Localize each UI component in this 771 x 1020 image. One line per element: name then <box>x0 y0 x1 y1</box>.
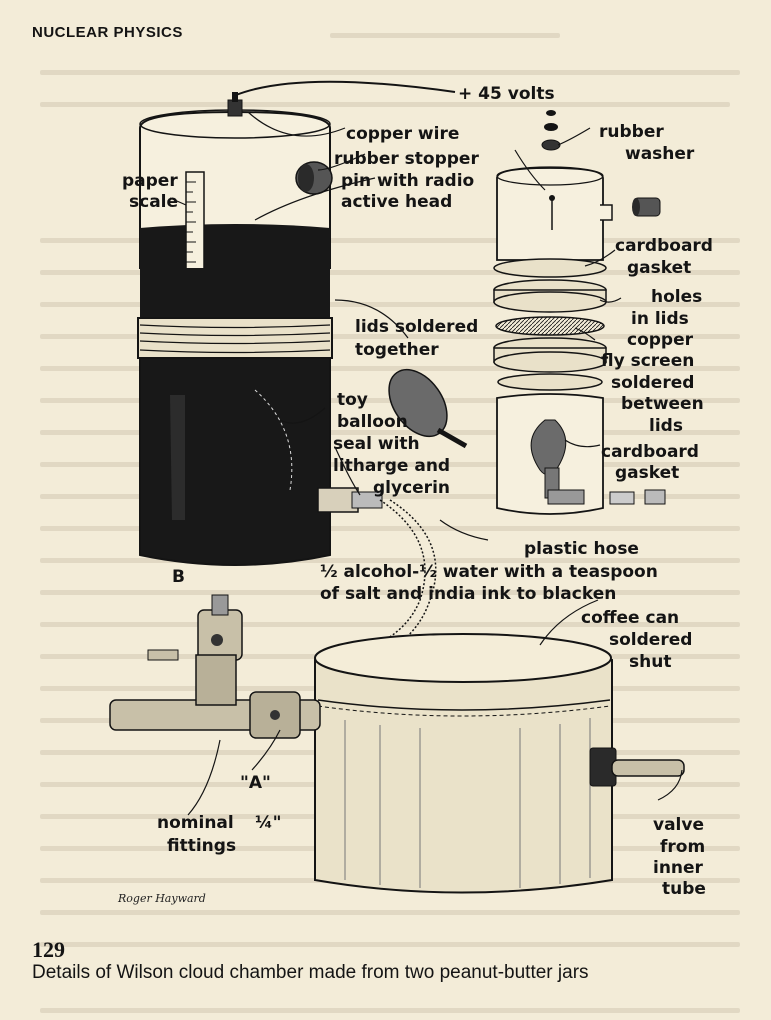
label-mixture-1: ½ alcohol-½ water with a teaspoon <box>320 562 658 582</box>
label-valve-1: valve <box>653 815 704 835</box>
label-A: "A" <box>240 773 271 793</box>
exploded-view <box>493 110 666 515</box>
label-rubber-stopper: rubber stopper <box>334 149 479 169</box>
label-seal-2: litharge and <box>333 456 450 476</box>
label-copper-fly-2: fly screen <box>601 351 694 371</box>
label-cardboard-gasket-bot-2: gasket <box>615 463 679 483</box>
label-plastic-hose: plastic hose <box>524 539 639 559</box>
label-rubber-washer-2: washer <box>625 144 695 164</box>
label-copper-fly-5: lids <box>649 416 683 436</box>
label-coffee-can-3: shut <box>629 652 671 672</box>
label-pin-line-2: active head <box>341 192 452 212</box>
label-coffee-can-2: soldered <box>609 630 692 650</box>
assembled-chamber <box>137 80 456 566</box>
label-cardboard-gasket-top-2: gasket <box>627 258 691 278</box>
label-paper-scale-2: scale <box>129 192 178 212</box>
label-seal-1: seal with <box>333 434 420 454</box>
label-nominal-2: fittings <box>167 836 236 856</box>
label-copper-fly-3: soldered <box>611 373 694 393</box>
label-paper-scale-1: paper <box>122 171 178 191</box>
label-valve-4: tube <box>662 879 706 899</box>
label-cardboard-gasket-top-1: cardboard <box>615 236 713 256</box>
valve <box>611 759 685 777</box>
label-lids-soldered-1: lids soldered <box>355 317 478 337</box>
plastic-hose <box>319 499 426 661</box>
label-holes-1: holes <box>651 287 702 307</box>
artist-signature: Roger Hayward <box>117 892 206 905</box>
figure-number: 129 <box>32 937 65 962</box>
label-pin-line-1: pin with radio <box>341 171 474 191</box>
label-seal-3: glycerin <box>373 478 450 498</box>
figure-caption: Details of Wilson cloud chamber made fro… <box>32 962 589 983</box>
label-holes-2: in lids <box>631 309 689 329</box>
label-volts: + 45 volts <box>458 84 555 104</box>
label-copper-fly-4: between <box>621 394 704 414</box>
label-rubber-washer-1: rubber <box>599 122 664 142</box>
pipe-fittings <box>109 594 321 739</box>
label-valve-3: inner <box>653 858 704 878</box>
cloud-chamber-illustration: + 45 volts copper wire rubber stopper pi… <box>109 80 713 905</box>
label-mixture-2: of salt and india ink to blacken <box>320 584 616 604</box>
label-copper-wire: copper wire <box>346 124 459 144</box>
leader-lines <box>169 111 683 816</box>
label-lids-soldered-2: together <box>355 340 439 360</box>
label-toy-balloon-1: toy <box>337 390 368 410</box>
label-copper-fly-1: copper <box>627 330 694 350</box>
label-B: B <box>172 567 185 587</box>
coffee-can <box>314 633 685 894</box>
label-cardboard-gasket-bot-1: cardboard <box>601 442 699 462</box>
diagram-labels: + 45 volts copper wire rubber stopper pi… <box>117 84 713 905</box>
toy-balloon <box>388 368 468 449</box>
label-nominal-1: nominal <box>157 813 234 833</box>
running-header: NUCLEAR PHYSICS <box>32 24 183 41</box>
label-coffee-can-1: coffee can <box>581 608 679 628</box>
label-toy-balloon-2: balloon <box>337 412 408 432</box>
label-quarter: ¼" <box>255 813 281 833</box>
label-valve-2: from <box>660 837 705 857</box>
